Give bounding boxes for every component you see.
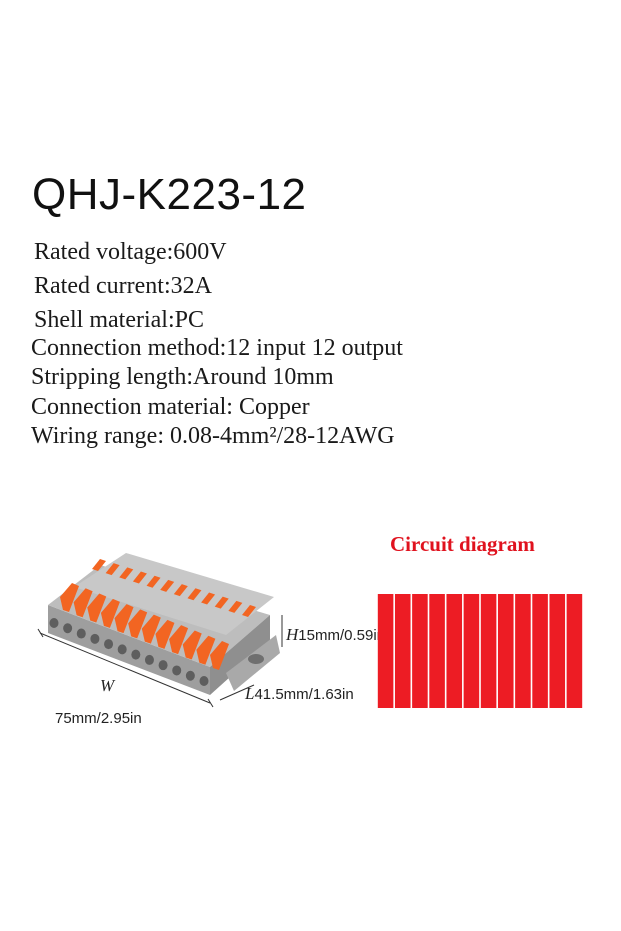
orange-levers [60,559,256,670]
circuit-channel [549,594,566,708]
wire-hole [158,660,168,671]
width-value: 75mm/2.95in [55,710,142,727]
circuit-channel [480,594,497,708]
height-value: 15mm/0.59in [298,627,385,644]
height-letter: H [286,625,299,644]
lever-back [92,559,106,571]
circuit-channel [532,594,548,708]
circuit-channel [446,594,463,708]
wire-entry-holes [49,618,209,686]
wire-hole [131,649,141,660]
wire-hole [172,665,182,676]
circuit-channel [429,594,445,708]
lever-front [100,598,120,628]
length-value: 41.5mm/1.63in [254,686,354,703]
lever-front [155,619,175,649]
circuit-channel [497,594,514,708]
lever-back [214,596,229,609]
height-dimension: H15mm/0.59in [286,625,385,645]
circuit-channel [412,594,428,708]
wire-hole [104,639,114,650]
length-dimension: L41.5mm/1.63in [245,684,354,704]
wire-hole [76,628,86,639]
wire-hole [117,644,127,655]
connector-product-image [37,553,283,708]
wire-hole [185,670,195,681]
lever-front [210,641,229,670]
spec-shell-material: Shell material:PC [34,307,204,333]
lever-back [228,600,243,613]
spec-rated-voltage: Rated voltage:600V [34,239,227,265]
lever-back [173,584,188,597]
circuit-channel [394,594,411,708]
lever-front [73,588,93,618]
spec-connection-material: Connection material: Copper [31,394,310,420]
lever-back [119,567,134,580]
circuit-channel [515,594,531,708]
lever-front [196,635,216,665]
lever-front [114,604,134,634]
lever-back [160,579,175,592]
circuit-channel [463,594,480,708]
circuit-channel [377,594,394,708]
circuit-diagram [377,594,583,708]
lever-front [60,583,79,612]
wire-hole [144,654,154,665]
wire-hole [63,623,73,634]
width-letter: W [100,676,115,695]
lever-front [169,625,189,655]
spec-rated-current: Rated current:32A [34,273,212,299]
lever-back [105,563,120,576]
wire-hole [199,676,209,686]
spec-wiring-range: Wiring range: 0.08-4mm²/28-12AWG [31,423,395,449]
lever-back [242,605,256,617]
lever-front [141,614,161,644]
length-letter: L [245,684,255,703]
spec-connection-method: Connection method:12 input 12 output [31,335,403,361]
lever-front [182,630,202,660]
circuit-channel [566,594,583,708]
lever-back [132,571,147,584]
lever-back [146,575,161,588]
lever-front [87,593,107,623]
wire-hole [90,633,100,644]
lever-back [201,592,216,605]
model-title: QHJ-K223-12 [32,170,307,219]
circuit-diagram-title: Circuit diagram [390,532,535,556]
lever-back [187,588,202,601]
lever-front [128,609,148,639]
spec-stripping-length: Stripping length:Around 10mm [31,364,334,390]
wire-hole [49,618,59,628]
